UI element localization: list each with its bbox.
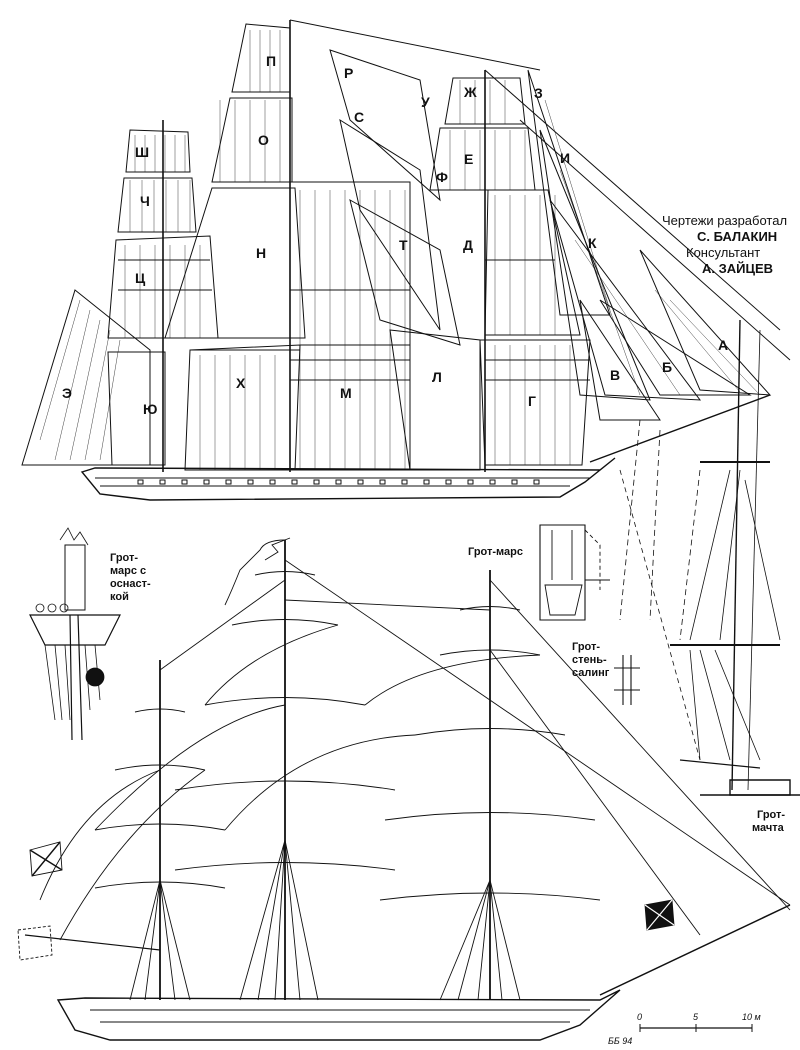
sail-label-z: З	[534, 85, 543, 101]
yard-lines	[108, 91, 590, 381]
sail-label-n: Н	[256, 245, 266, 261]
main-royal	[231, 23, 291, 93]
grot-sten-line-2: стень-	[572, 654, 607, 666]
credits: Чертежи разработал С. БАЛАКИН Консультан…	[662, 213, 787, 276]
sail-label-r: Р	[344, 65, 353, 81]
sail-label-p: П	[266, 53, 276, 69]
mizzen-topgallant	[117, 177, 197, 233]
grot-mars-osn-line-4: кой	[110, 591, 129, 603]
stay-s	[339, 118, 441, 331]
sail-label-ch: Ч	[140, 193, 150, 209]
jib-i	[539, 129, 651, 401]
lower-hull	[56, 989, 621, 1041]
sail-label-l: Л	[432, 369, 442, 385]
grot-sten-line-3: салинг	[572, 667, 610, 679]
sail-label-u: У	[421, 94, 430, 110]
scale-tick-0: 0	[637, 1012, 642, 1022]
sail-label-e-rev: Э	[62, 385, 72, 401]
stay-l	[389, 329, 481, 471]
sail-label-g: Г	[528, 393, 536, 409]
grot-sten-saling-label: Грот- стень- салинг	[572, 641, 610, 679]
main-staysail-center	[289, 181, 411, 471]
sail-letter-labels: Ш Ч Ц Э Ю Х П О Н М Р С Т Л У Ф Ж Е Д Г …	[62, 53, 728, 417]
sail-label-s: С	[354, 109, 364, 125]
grot-mars-detail	[539, 524, 610, 621]
sail-label-t: Т	[399, 237, 408, 253]
jib-v	[579, 299, 661, 421]
grot-machta-label: Грот- мачта	[752, 809, 785, 834]
main-topsail	[164, 187, 306, 339]
sail-hatching	[39, 30, 761, 470]
mizzen-spanker	[21, 289, 151, 466]
sail-label-f: Ф	[436, 169, 448, 185]
sail-label-ts: Ц	[135, 270, 146, 286]
grot-mars-rigged-label: Грот- марс с оснаст- кой	[110, 552, 151, 603]
sail-label-sh: Ш	[135, 144, 149, 160]
sail-label-i: И	[560, 150, 570, 166]
sail-label-b: Б	[662, 359, 672, 375]
grot-mars-osn-line-3: оснаст-	[110, 578, 151, 590]
rigging-plan	[24, 540, 791, 1041]
grot-mars-label: Грот-марс	[468, 546, 523, 558]
scale-bar: 0 5 10 м	[637, 1012, 761, 1032]
sail-label-v: В	[610, 367, 620, 383]
mizzen-gaff-topsail	[107, 351, 166, 466]
sail-label-e: Е	[464, 151, 473, 167]
grot-mars-rigged-detail	[29, 527, 121, 741]
sail-label-k: К	[588, 235, 597, 251]
stern-flag-dashed	[17, 925, 53, 961]
pennant-main	[224, 539, 286, 606]
jib-a	[639, 249, 772, 396]
jib-b	[599, 299, 752, 396]
credits-line-2: С. БАЛАКИН	[697, 229, 777, 244]
artist-signature: ББ 94	[608, 1036, 632, 1046]
grot-machta-line-1: Грот-	[757, 809, 785, 821]
stay-t	[349, 199, 461, 346]
main-course	[184, 344, 301, 471]
grot-machta-line-2: мачта	[752, 822, 785, 834]
sail-label-o: О	[258, 132, 269, 148]
stay-r	[329, 49, 441, 202]
credits-line-1: Чертежи разработал	[662, 213, 787, 228]
credits-line-3: Консультант	[686, 245, 760, 260]
grot-mars-osn-line-2: марс с	[110, 565, 146, 577]
scale-tick-5: 5	[693, 1012, 699, 1022]
upper-hull	[80, 457, 616, 501]
fore-topsail	[484, 189, 581, 336]
jib-z	[527, 69, 611, 316]
sail-label-a: А	[718, 337, 728, 353]
credits-line-4: А. ЗАЙЦЕВ	[702, 261, 773, 276]
upper-portholes	[137, 479, 540, 485]
jib-k	[549, 199, 702, 401]
sail-label-m: М	[340, 385, 352, 401]
sail-label-yu: Ю	[143, 401, 157, 417]
scale-tick-10: 10 м	[742, 1012, 761, 1022]
grot-sten-saling-detail	[614, 655, 640, 705]
grot-sten-line-1: Грот-	[572, 641, 600, 653]
grot-mars-osn-line-1: Грот-	[110, 552, 138, 564]
main-mast-detail	[619, 319, 800, 796]
sail-label-zh: Ж	[463, 84, 477, 100]
sail-label-kh: Х	[236, 375, 246, 391]
flags	[17, 537, 675, 961]
sail-label-d: Д	[463, 237, 473, 253]
